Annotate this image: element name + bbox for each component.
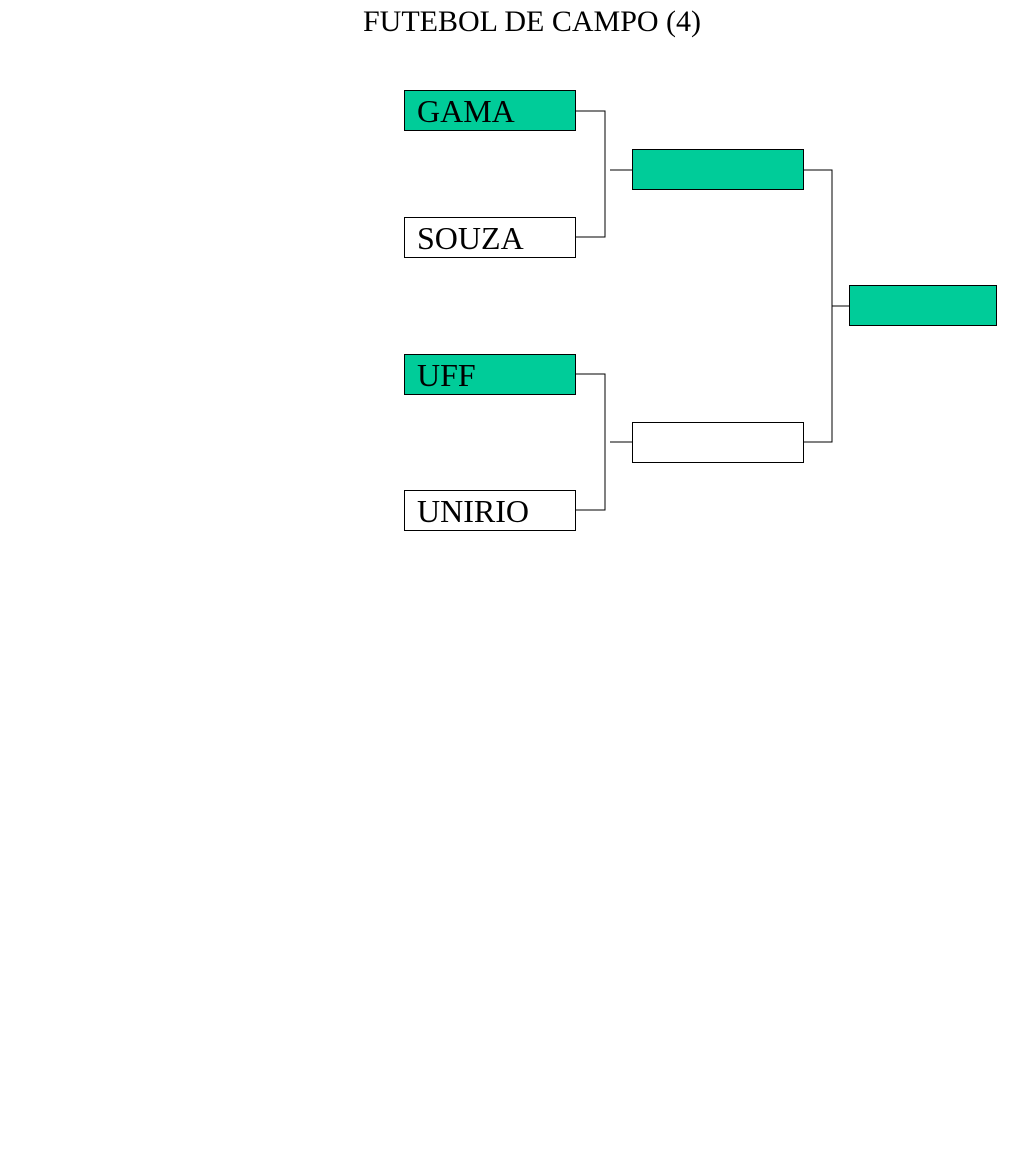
connector-uff [576,373,606,442]
team-label: UFF [417,357,476,393]
connector-unirio [576,442,606,511]
semifinal-slot-1 [632,149,804,190]
connector-gama [576,110,606,170]
round1-slot-2: SOUZA [404,217,576,258]
round1-slot-3: UFF [404,354,576,395]
semifinal-slot-2 [632,422,804,463]
connector-semifinal-bottom [804,306,833,443]
connector-souza [576,170,606,238]
team-label: SOUZA [417,220,524,256]
team-label: UNIRIO [417,493,529,529]
connector-semifinal-top [804,169,833,306]
round1-slot-1: GAMA [404,90,576,131]
round1-slot-4: UNIRIO [404,490,576,531]
team-label: GAMA [417,93,515,129]
final-slot [849,285,997,326]
bracket-title: FUTEBOL DE CAMPO (4) [362,5,702,38]
